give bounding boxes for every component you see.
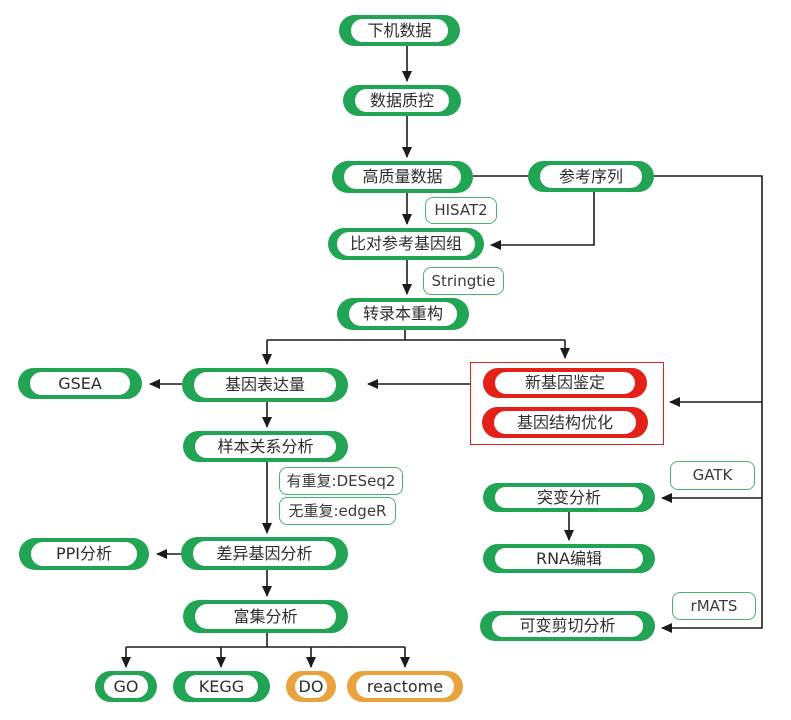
node-label: 下机数据 <box>350 18 449 43</box>
node-sample-relation: 样本关系分析 <box>183 431 348 462</box>
node-label: 高质量数据 <box>343 164 462 190</box>
node-label: 数据质控 <box>354 88 450 113</box>
node-do: DO <box>286 671 336 702</box>
node-gene-structure-optimization: 基因结构优化 <box>482 407 648 438</box>
node-rna-editing: RNA编辑 <box>483 544 655 573</box>
node-label: reactome <box>355 674 455 699</box>
tool-label-rmats: rMATS <box>672 592 756 620</box>
tool-label-hisat2: HISAT2 <box>425 197 497 224</box>
node-label: 基因表达量 <box>193 371 337 399</box>
node-transcript-reconstruction: 转录本重构 <box>337 298 469 330</box>
node-ref-seq: 参考序列 <box>528 161 654 192</box>
node-align-ref-genome: 比对参考基因组 <box>328 228 484 260</box>
node-hq-data: 高质量数据 <box>332 161 473 193</box>
node-ppi-analysis: PPI分析 <box>19 538 149 570</box>
tool-label-gatk: GATK <box>670 461 755 490</box>
node-alt-splicing-analysis: 可变剪切分析 <box>480 611 655 641</box>
node-go: GO <box>95 671 157 702</box>
node-gene-expression: 基因表达量 <box>182 368 348 402</box>
node-label: 比对参考基因组 <box>336 231 476 257</box>
node-label: GSEA <box>29 371 131 396</box>
node-label: KEGG <box>184 674 259 699</box>
node-diff-gene-analysis: 差异基因分析 <box>181 537 348 570</box>
node-label: 参考序列 <box>539 164 643 189</box>
node-label: 可变剪切分析 <box>491 614 644 638</box>
node-offline-data: 下机数据 <box>339 15 460 46</box>
node-label: PPI分析 <box>30 541 138 567</box>
node-enrichment-analysis: 富集分析 <box>183 600 348 633</box>
node-mutation-analysis: 突变分析 <box>483 483 655 512</box>
node-label: 差异基因分析 <box>192 540 337 567</box>
node-label: DO <box>294 674 328 699</box>
node-label: 基因结构优化 <box>493 410 637 435</box>
node-data-qc: 数据质控 <box>343 85 461 116</box>
node-label: 突变分析 <box>494 486 644 509</box>
tool-label-deseq2: 有重复:DESeq2 <box>279 467 403 495</box>
node-label: GO <box>103 674 149 699</box>
node-label: 新基因鉴定 <box>494 371 636 395</box>
node-label: RNA编辑 <box>494 547 644 570</box>
node-novel-gene-identification: 新基因鉴定 <box>483 368 647 398</box>
node-gsea: GSEA <box>18 368 142 399</box>
tool-label-stringtie: Stringtie <box>423 267 504 295</box>
novel-gene-group-box <box>470 362 664 445</box>
node-kegg: KEGG <box>173 671 270 702</box>
tool-label-edger: 无重复:edgeR <box>279 497 396 525</box>
node-label: 样本关系分析 <box>194 434 337 459</box>
node-label: 转录本重构 <box>348 301 458 327</box>
node-reactome: reactome <box>347 671 463 702</box>
node-label: 富集分析 <box>194 603 337 630</box>
